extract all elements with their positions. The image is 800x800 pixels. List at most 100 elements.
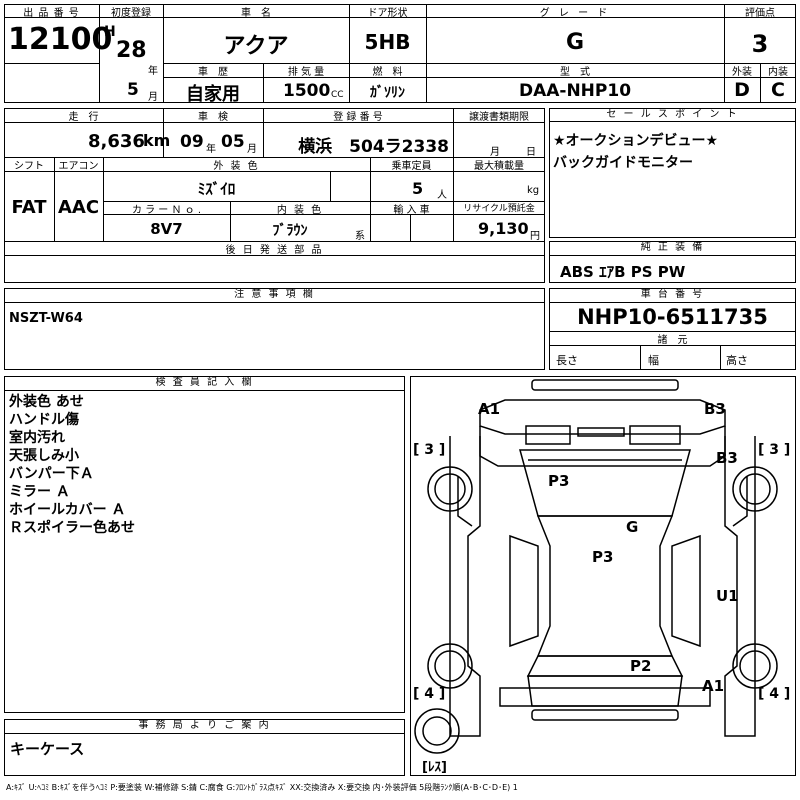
tire-mark: [ 3 ] <box>413 442 445 458</box>
door-value: 5HB <box>364 30 411 54</box>
inspector-label: 検 査 員 記 入 欄 <box>4 376 405 391</box>
width-label: 幅 <box>648 354 659 367</box>
ac-label: エアコン <box>58 161 99 172</box>
tire-mark: [ 4 ] <box>413 686 445 702</box>
int-color-value: ﾌﾞﾗｳﾝ <box>272 223 308 239</box>
chassis-label: 車 台 番 号 <box>549 288 796 303</box>
fuel-label: 燃 料 <box>372 67 403 78</box>
history-value: 自家用 <box>186 84 240 105</box>
sales-point-panel <box>549 108 796 238</box>
chassis-panel <box>549 288 796 370</box>
inspector-line: 天張しみ小 <box>9 448 79 464</box>
shift-label: シフト <box>14 161 44 172</box>
inspector-line: Ｒスポイラー色あせ <box>9 520 135 536</box>
mileage-value: 8,636 <box>88 131 145 152</box>
ext-color-value: ﾐｽﾞｲﾛ <box>197 180 236 198</box>
import-label: 輸 入 車 <box>393 205 430 216</box>
recycle-label: リサイクル預託金 <box>463 204 535 214</box>
header-panel <box>4 4 796 103</box>
mileage-unit: km <box>143 131 171 150</box>
capacity-value: 5 <box>412 179 424 198</box>
office-label: 事 務 局 よ り ご 案 内 <box>4 719 405 734</box>
inspector-line: ミラー Ａ <box>9 484 70 500</box>
damage-mark: A1 <box>478 400 500 418</box>
sales-point-line-2: バックガイドモニター <box>553 155 693 171</box>
fuel-value: ｶﾞｿﾘﾝ <box>370 85 405 101</box>
equipment-value: ABS ｴｱB PS PW <box>560 263 686 281</box>
chassis-value: NHP10-6511735 <box>577 305 768 329</box>
equipment-label: 純 正 装 備 <box>549 241 796 256</box>
car-diagram: A1 B3 B3 P3 G P3 U1 P2 A1 [ 3 ] [ 3 ] [ … <box>413 379 790 775</box>
score-value: 3 <box>751 30 769 58</box>
int-color-label: 内 装 色 <box>276 205 324 216</box>
transfer-label: 譲渡書類期限 <box>469 112 529 123</box>
max-load-unit: kg <box>527 185 540 196</box>
inspection-year-unit: 年 <box>206 144 216 155</box>
transfer-day-unit: 日 <box>526 147 536 158</box>
int-color-unit: 系 <box>355 231 365 242</box>
height-label: 高さ <box>726 354 748 367</box>
displacement-value: 1500 <box>283 81 331 101</box>
plate-label: 登 録 番 号 <box>333 112 383 123</box>
inspector-panel <box>4 376 405 713</box>
damage-mark: P2 <box>630 657 651 675</box>
legend-text: A:ｷｽﾞ U:ﾍｺﾐ B:ｷｽﾞを伴うﾍｺﾐ P:要塗装 W:補修跡 S:錆 … <box>6 783 518 792</box>
first-reg-month-unit: 月 <box>148 92 158 103</box>
inspection-month-unit: 月 <box>247 144 257 155</box>
capacity-unit: 人 <box>437 190 447 201</box>
grade-label: グ レ ー ド <box>539 8 611 19</box>
interior-value: C <box>771 79 785 101</box>
door-label: ドア形状 <box>367 8 408 19</box>
inspector-line: 室内汚れ <box>9 430 65 446</box>
first-reg-year: 28 <box>116 38 147 63</box>
notes-panel <box>4 288 545 370</box>
plate-value: 横浜 504ラ2338 <box>298 137 449 157</box>
inspector-notes: 外装色 あせ ハンドル傷 室内汚れ 天張しみ小 バンパー下Ａ ミラー Ａ ホイー… <box>9 393 135 537</box>
equipment-panel <box>549 241 796 283</box>
color-no-value: 8V7 <box>150 220 183 238</box>
ext-color-label: 外 装 色 <box>213 161 260 172</box>
inspector-line: バンパー下Ａ <box>9 466 94 482</box>
mileage-label: 走 行 <box>68 112 99 123</box>
lot-no: 12100 <box>8 22 113 57</box>
damage-mark: B3 <box>704 400 726 418</box>
car-name-label: 車 名 <box>241 8 271 19</box>
notes-label: 注 意 事 項 欄 <box>4 288 545 303</box>
color-no-label: カ ラ ー Ｎ ｏ . <box>131 205 202 216</box>
office-panel <box>4 719 405 776</box>
recycle-unit: 円 <box>530 231 540 242</box>
exterior-label: 外装 <box>732 67 752 78</box>
inspector-line: ハンドル傷 <box>9 412 79 428</box>
inspector-line: 外装色 あせ <box>9 394 84 410</box>
score-label: 評価点 <box>745 8 775 19</box>
inspection-month: 05 <box>221 132 245 152</box>
car-name: アクア <box>223 34 289 59</box>
history-label: 車 歴 <box>198 67 228 78</box>
sales-point-line-1: ★オークションデビュー★ <box>553 133 719 149</box>
first-reg-era: H <box>104 24 116 40</box>
damage-mark: P3 <box>548 472 569 490</box>
lot-no-label: 出 品 番 号 <box>23 8 80 19</box>
damage-mark: G <box>626 518 638 536</box>
spare-tire-label: [ﾚｽ] <box>422 760 447 775</box>
damage-mark: U1 <box>716 587 739 605</box>
shift-value: FAT <box>11 197 47 218</box>
damage-mark: B3 <box>716 449 738 467</box>
inspector-line: ホイールカバー Ａ <box>9 502 126 518</box>
ac-value: AAC <box>57 197 100 218</box>
displacement-unit: CC <box>331 90 344 100</box>
damage-mark: P3 <box>592 548 613 566</box>
inspection-year: 09 <box>180 132 204 152</box>
notes-value: NSZT-W64 <box>9 311 83 326</box>
detail-panel <box>4 108 545 283</box>
office-value: キーケース <box>10 740 85 758</box>
dims-label: 諸 元 <box>657 335 688 346</box>
displacement-label: 排 気 量 <box>287 67 325 78</box>
exterior-value: D <box>734 79 750 101</box>
sales-point-label: セ ー ル ス ポ イ ン ト <box>549 108 796 122</box>
tire-mark: [ 3 ] <box>758 442 790 458</box>
first-reg-year-unit: 年 <box>148 66 158 77</box>
first-reg-label: 初度登録 <box>111 8 151 19</box>
length-label: 長さ <box>556 354 578 367</box>
capacity-label: 乗車定員 <box>391 161 432 172</box>
